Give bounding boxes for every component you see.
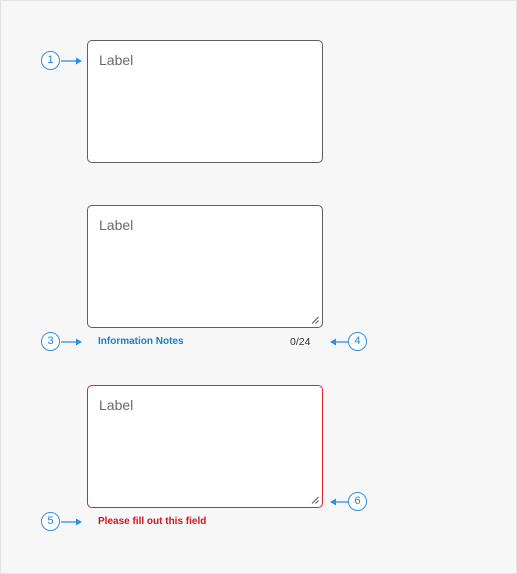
resize-grip-icon[interactable] (311, 316, 319, 324)
textarea-with-helper[interactable]: Label (87, 205, 323, 328)
error-message: Please fill out this field (98, 516, 207, 527)
callout-arrow-right-icon (61, 518, 82, 526)
callout-4: 4 (348, 332, 367, 351)
callout-3: 3 (41, 332, 60, 351)
textarea-default[interactable]: Label (87, 40, 323, 163)
callout-1: 1 (41, 51, 60, 70)
resize-grip-icon[interactable] (311, 496, 319, 504)
textarea-placeholder: Label (99, 217, 134, 233)
callout-6: 6 (348, 492, 367, 511)
textarea-placeholder: Label (99, 52, 134, 68)
callout-5: 5 (41, 512, 60, 531)
callout-arrow-right-icon (61, 338, 82, 346)
textarea-placeholder: Label (99, 397, 134, 413)
textarea-error[interactable]: Label (87, 385, 323, 508)
character-counter: 0/24 (290, 336, 311, 348)
information-note: Information Notes (98, 336, 184, 347)
callout-arrow-right-icon (61, 57, 82, 65)
